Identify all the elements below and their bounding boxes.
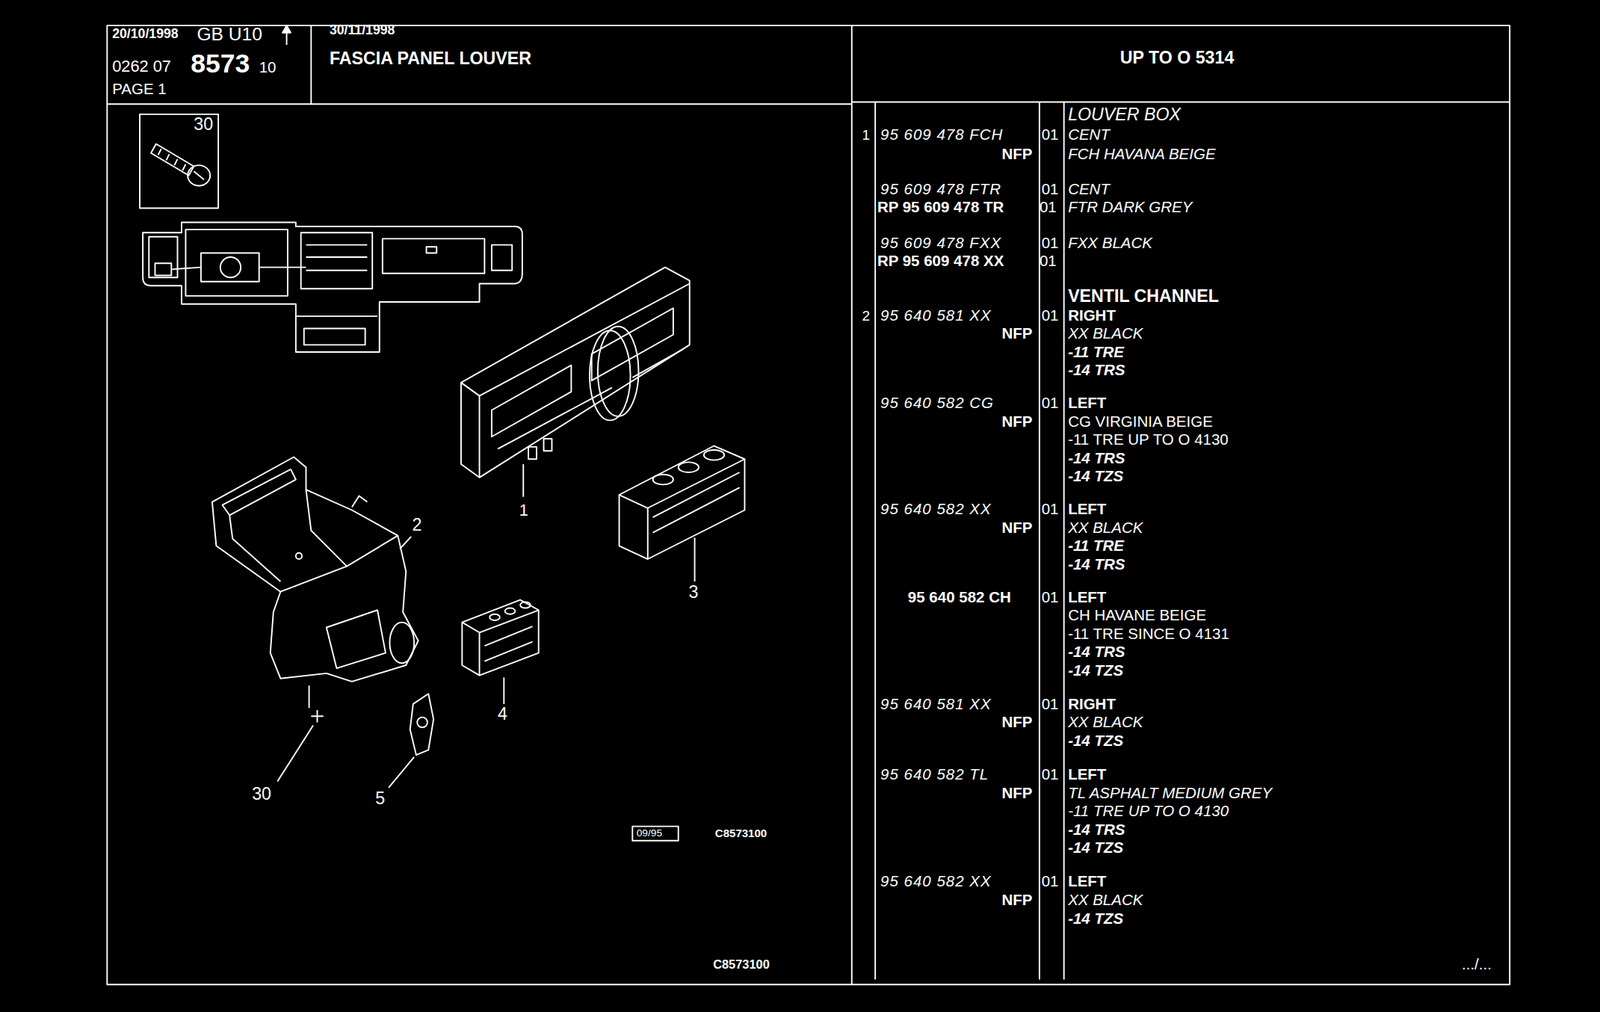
callout-number: 2 [411, 515, 422, 536]
nfp-flag: NFP [1001, 518, 1033, 536]
description: -14 TRS [1067, 820, 1125, 838]
description: LEFT [1067, 500, 1107, 518]
quantity: 01 [1041, 765, 1059, 784]
part-number: 95 640 582 XX [880, 500, 992, 518]
header-text: PAGE 1 [112, 79, 167, 98]
header-text: 8573 [190, 49, 250, 79]
callout-number: C8573100 [712, 957, 770, 971]
nfp-flag: NFP [1001, 891, 1033, 909]
description: LEFT [1067, 394, 1107, 412]
screw-mark [277, 685, 323, 781]
description: VENTIL CHANNEL [1067, 286, 1219, 307]
nfp-flag: NFP [1001, 713, 1033, 731]
quantity: 01 [1041, 588, 1059, 606]
header-text: 20/10/1998 [112, 27, 179, 42]
part-number: 95 640 582 XX [880, 872, 992, 891]
description: RIGHT [1067, 695, 1116, 713]
callout-number: C8573100 [715, 827, 767, 840]
part-number: RP 95 609 478 XX [877, 252, 1004, 270]
description: -14 TZS [1067, 467, 1124, 486]
description: -14 TZS [1067, 839, 1124, 857]
part-number: 95 609 478 FTR [880, 180, 1002, 198]
clip-drawing [388, 693, 434, 788]
description: LEFT [1067, 872, 1107, 891]
header-text: 0262 07 [112, 57, 172, 76]
ventil-channel-drawing [212, 457, 419, 682]
description: -11 TRE SINCE O 4131 [1067, 624, 1230, 642]
description: -14 TZS [1067, 662, 1124, 680]
quantity: 01 [1041, 180, 1059, 198]
description: CH HAVANE BEIGE [1067, 606, 1207, 625]
description: -14 TRS [1067, 556, 1125, 574]
header-text: GB U10 [196, 24, 262, 45]
callout-number: 30 [193, 115, 213, 135]
quantity: 01 [1041, 500, 1059, 518]
nfp-flag: NFP [1001, 325, 1033, 343]
part-number: 95 640 581 XX [880, 695, 992, 713]
description: -14 TRS [1067, 361, 1125, 379]
description: LEFT [1067, 588, 1107, 606]
description: CENT [1067, 126, 1110, 144]
quantity: 01 [1041, 872, 1059, 891]
quantity: 01 [1039, 252, 1057, 270]
description: -14 TRS [1067, 449, 1125, 468]
description: LEFT [1067, 765, 1107, 784]
nfp-flag: NFP [1001, 783, 1033, 802]
callout-number: 1 [519, 501, 529, 520]
callout-number: 4 [497, 704, 508, 725]
page-frame [106, 25, 1510, 985]
callout-number: 3 [688, 582, 698, 603]
louver-insert-drawing [619, 446, 746, 583]
page-title: FASCIA PANEL LOUVER [329, 49, 532, 69]
description: XX BLACK [1067, 518, 1143, 536]
description: FXX BLACK [1067, 234, 1153, 252]
item-number: 2 [861, 307, 870, 323]
quantity: 01 [1041, 695, 1059, 713]
description: LOUVER BOX [1067, 105, 1181, 125]
description: FTR DARK GREY [1067, 198, 1192, 216]
description: -11 TRE [1067, 537, 1124, 555]
description: FCH HAVANA BEIGE [1067, 145, 1216, 163]
part-number: 95 640 581 XX [880, 307, 992, 325]
header-text: 10 [259, 59, 277, 77]
description: -14 TRS [1067, 643, 1125, 661]
description: -14 TZS [1067, 732, 1124, 750]
description: TL ASPHALT MEDIUM GREY [1067, 783, 1272, 802]
description: -11 TRE UP TO O 4130 [1067, 431, 1229, 449]
description: -14 TZS [1067, 909, 1124, 927]
description: XX BLACK [1067, 325, 1143, 343]
header-text: UP TO O 5314 [1120, 48, 1235, 69]
dashboard-outline [142, 222, 523, 352]
item-number: 1 [861, 127, 870, 143]
quantity: 01 [1041, 126, 1059, 144]
quantity: 01 [1041, 307, 1059, 325]
screw-inset [139, 114, 219, 209]
louver-box-drawing [461, 267, 690, 497]
description: RIGHT [1067, 307, 1116, 325]
callout-number: 5 [375, 789, 385, 809]
part-number: 95 640 582 TL [880, 765, 989, 784]
description: -11 TRE UP TO O 4130 [1067, 802, 1229, 820]
description: XX BLACK [1067, 891, 1143, 909]
part-number: 95 640 582 CG [880, 394, 994, 412]
description: -11 TRE [1067, 343, 1124, 361]
quantity: 01 [1039, 198, 1057, 216]
quantity: 01 [1041, 234, 1059, 252]
part-number: 95 640 582 CH [907, 588, 1012, 606]
grille-drawing [461, 600, 539, 704]
header-text: 30/11/1998 [329, 23, 396, 38]
description: CG VIRGINIA BEIGE [1067, 412, 1213, 430]
nfp-flag: NFP [1001, 412, 1033, 430]
part-number: 95 609 478 FCH [880, 126, 1003, 144]
callout-number: 30 [251, 785, 272, 805]
quantity: 01 [1041, 394, 1059, 412]
part-number: 95 609 478 FXX [880, 234, 1002, 252]
part-number: RP 95 609 478 TR [877, 198, 1004, 216]
description: XX BLACK [1067, 713, 1143, 731]
description: CENT [1067, 180, 1110, 198]
nfp-flag: NFP [1001, 145, 1033, 163]
callout-number: 09/95 [636, 828, 663, 840]
description: .../... [1461, 955, 1492, 974]
